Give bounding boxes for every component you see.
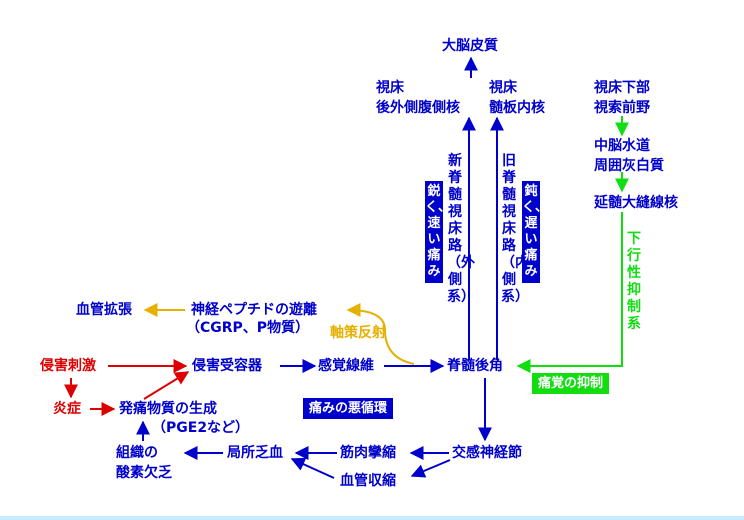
axon-reflex-arrow xyxy=(346,303,415,365)
paleo-tract-label: 旧脊髄視床路（内側系） xyxy=(501,153,529,305)
noxious-stimulus-node: 侵害刺激 xyxy=(40,358,96,374)
dull-pain-label: 鈍く、遅い痛み xyxy=(522,181,548,283)
pain-suppression-label: 痛覚の抑制 xyxy=(532,373,610,394)
vasoconstriction-to-ischemia-arrow xyxy=(290,457,335,479)
raphe-node: 延髄大縫線核 xyxy=(594,195,678,211)
hypoxia-node: 組織の 酸素欠乏 xyxy=(116,445,172,481)
neuropeptide-examples: （CGRP、P物質） xyxy=(186,320,310,336)
vasoconstriction-node: 血管収縮 xyxy=(340,473,396,489)
inflammation-node: 炎症 xyxy=(53,401,81,417)
nociceptor-node: 侵害受容器 xyxy=(192,358,262,374)
pag-node: 中脳水道 周囲灰白質 xyxy=(594,138,664,174)
sensory-fiber-node: 感覚線維 xyxy=(318,358,374,374)
sympathetic-ganglion-node: 交感神経節 xyxy=(452,445,522,461)
ischemia-node: 局所乏血 xyxy=(227,445,283,461)
descending-inhibition-label: 下行性抑制系 xyxy=(627,231,641,332)
algogen-node: 発痛物質の生成 xyxy=(119,401,217,417)
sympathetic-to-vasoconstriction-arrow xyxy=(410,459,451,478)
cortex-node: 大脳皮質 xyxy=(442,38,498,54)
sharp-pain-label: 鋭く、速い痛み xyxy=(425,181,451,283)
vasodilation-node: 血管拡張 xyxy=(76,302,132,318)
hypothalamus-node: 視床下部 視索前野 xyxy=(594,80,650,116)
dorsal-horn-node: 脊髄後角 xyxy=(447,358,503,374)
descending-inhibition-arrow xyxy=(516,212,623,373)
vpl-thalamus-node: 視床 後外側腹側核 xyxy=(376,80,460,116)
bottom-rule xyxy=(0,516,744,520)
algogen-to-nociceptor-arrow xyxy=(143,371,190,400)
algogen-examples: （PGE2など） xyxy=(152,420,250,436)
ilm-thalamus-node: 視床 髄板内核 xyxy=(489,80,545,116)
neuropeptide-node: 神経ペプチドの遊離 xyxy=(191,302,317,318)
spasm-node: 筋肉攣縮 xyxy=(340,445,396,461)
neo-tract-label: 新脊髄視床路（外側系） xyxy=(447,153,475,305)
axon-reflex-label: 軸策反射 xyxy=(330,325,386,341)
vicious-cycle-label: 痛みの悪循環 xyxy=(303,398,394,419)
